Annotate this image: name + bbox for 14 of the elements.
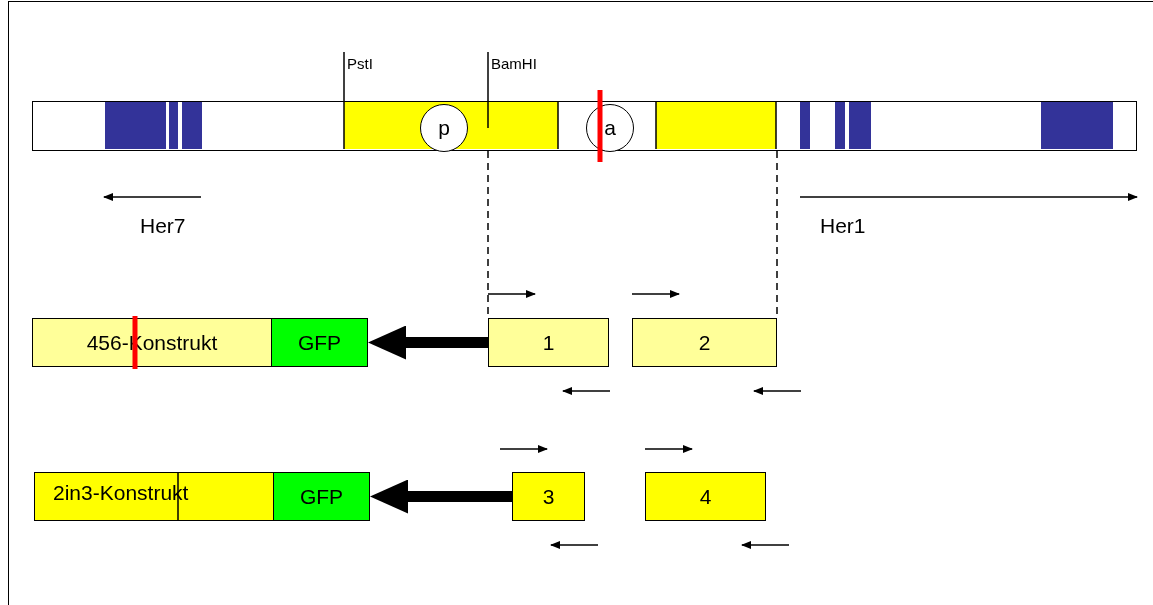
gene-label: Her7 (140, 214, 186, 238)
fragment-box: 4 (645, 472, 766, 521)
arrow (368, 325, 488, 360)
fragment-box: 2 (632, 318, 777, 367)
gene-label: Her1 (820, 214, 866, 238)
gfp-box: GFP (273, 472, 370, 521)
leader-line (487, 51, 489, 102)
gfp-box: GFP (271, 318, 368, 367)
fragment-box: 1 (488, 318, 609, 367)
leader-line (343, 51, 345, 102)
arrow (370, 479, 512, 514)
site-label: PstI (344, 52, 386, 74)
site-label: BamHI (488, 52, 548, 74)
fragment-box: 3 (512, 472, 585, 521)
